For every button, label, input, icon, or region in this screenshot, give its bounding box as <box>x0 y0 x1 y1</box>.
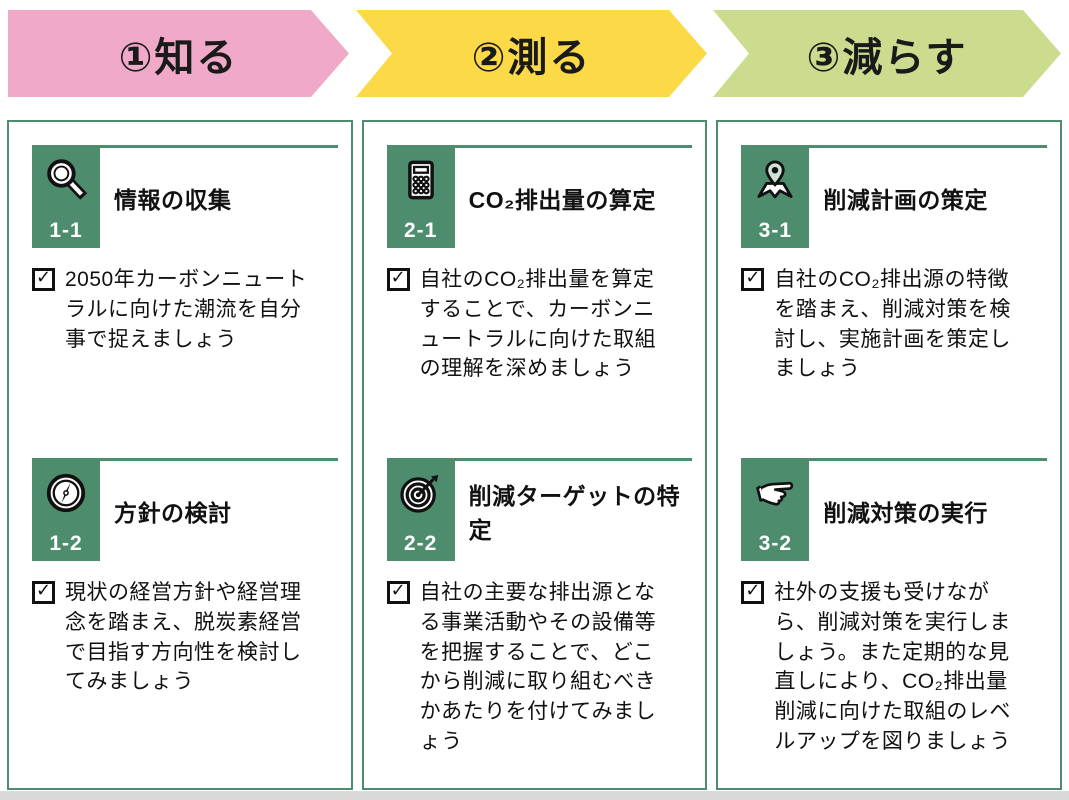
step-number: 1-1 <box>49 219 83 242</box>
step-description: 社外の支援も受けながら、削減対策を実行しましょう。また定期的な見直しにより、CO… <box>741 578 1047 757</box>
column-step-1: 1-1 情報の収集 2050年カーボンニュートラルに向けた潮流を自分事で捉えまし… <box>7 120 353 790</box>
checkbox-icon <box>386 267 410 291</box>
banner-label: ②測る <box>471 35 592 80</box>
step-title: 削減対策の実行 <box>823 500 988 526</box>
step-description: 自社のCO₂排出源の特徴を踏まえ、削減対策を検討し、実施計画を策定しましょう <box>741 265 1047 458</box>
step-number: 3-1 <box>758 219 793 242</box>
step-card-3-2: 3-2 削減対策の実行 社外の支援も受けながら、削減対策を実行しましょう。また定… <box>741 458 1048 757</box>
checkbox-icon <box>32 580 55 604</box>
step-number-tile: 2-1 <box>386 148 455 248</box>
card-header: 2-2 削減ターゲットの特定 <box>386 458 693 561</box>
compass-icon <box>46 473 86 513</box>
step-title: 方針の検討 <box>114 500 232 526</box>
checkbox-icon <box>741 267 765 291</box>
step-number: 2-1 <box>403 219 438 242</box>
step-number-tile: 1-2 <box>32 461 100 561</box>
step-card-3-1: 3-1 削減計画の策定 自社のCO₂排出源の特徴を踏まえ、削減対策を検討し、実施… <box>741 145 1048 458</box>
banner-step-2-measure: ②測る <box>356 10 707 97</box>
step-text: 現状の経営方針や経営理念を踏まえ、脱炭素経営で目指す方向性を検討してみましょう <box>65 581 302 694</box>
map-pin-icon <box>757 160 793 199</box>
step-text: 自社のCO₂排出源の特徴を踏まえ、削減対策を検討し、実施計画を策定しましょう <box>774 268 1011 381</box>
search-icon <box>47 159 88 200</box>
banner-step-1-know: ①知る <box>8 10 349 97</box>
step-text: 2050年カーボンニュートラルに向けた潮流を自分事で捉えましょう <box>65 268 308 351</box>
banner-step-3-reduce: ③減らす <box>713 10 1061 97</box>
step-title: 削減計画の策定 <box>823 187 988 213</box>
step-number: 1-2 <box>49 532 83 555</box>
step-text: 社外の支援も受けながら、削減対策を実行しましょう。また定期的な見直しにより、CO… <box>774 581 1011 754</box>
step-card-2-1: 2-1 CO₂排出量の算定 自社のCO₂排出量を算定することで、カーボンニュート… <box>386 145 693 458</box>
card-header: 3-1 削減計画の策定 <box>741 145 1048 248</box>
step-card-1-2: 1-2 方針の検討 現状の経営方針や経営理念を踏まえ、脱炭素経営で目指す方向性を… <box>32 458 338 697</box>
card-header: 2-1 CO₂排出量の算定 <box>386 145 693 248</box>
card-header: 1-2 方針の検討 <box>32 458 338 561</box>
step-card-1-1: 1-1 情報の収集 2050年カーボンニュートラルに向けた潮流を自分事で捉えまし… <box>32 145 338 458</box>
checkbox-icon <box>741 580 765 604</box>
banner-label: ③減らす <box>806 35 968 80</box>
step-number-tile: 3-1 <box>741 148 810 248</box>
calculator-icon <box>407 160 434 200</box>
pointing-hand-icon <box>756 481 794 506</box>
step-description: 自社のCO₂排出量を算定することで、カーボンニュートラルに向けた取組の理解を深め… <box>386 265 693 458</box>
card-header: 3-2 削減対策の実行 <box>741 458 1048 561</box>
step-title: 削減ターゲットの特定 <box>468 483 681 543</box>
step-number: 2-2 <box>403 532 438 555</box>
banner-label: ①知る <box>118 35 239 80</box>
step-title: 情報の収集 <box>114 187 232 213</box>
step-card-2-2: 2-2 削減ターゲットの特定 自社の主要な排出源となる事業活動やその設備等を把握… <box>386 458 693 757</box>
column-step-3: 3-1 削減計画の策定 自社のCO₂排出源の特徴を踏まえ、削減対策を検討し、実施… <box>716 120 1063 790</box>
bottom-gray-bar <box>0 791 1069 800</box>
step-text: 自社の主要な排出源となる事業活動やその設備等を把握することで、どこから削減に取り… <box>419 581 657 754</box>
step-number: 3-2 <box>758 532 793 555</box>
step-number-tile: 2-2 <box>386 461 455 561</box>
step-number-tile: 1-1 <box>32 148 100 248</box>
step-title: CO₂排出量の算定 <box>468 187 656 213</box>
step-number-tile: 3-2 <box>741 461 810 561</box>
column-step-2: 2-1 CO₂排出量の算定 自社のCO₂排出量を算定することで、カーボンニュート… <box>361 120 708 790</box>
step-columns: 1-1 情報の収集 2050年カーボンニュートラルに向けた潮流を自分事で捉えまし… <box>7 120 1063 790</box>
step-description: 現状の経営方針や経営理念を踏まえ、脱炭素経営で目指す方向性を検討してみましょう <box>32 578 338 697</box>
step-description: 2050年カーボンニュートラルに向けた潮流を自分事で捉えましょう <box>32 265 338 458</box>
checkbox-icon <box>386 580 410 604</box>
step-description: 自社の主要な排出源となる事業活動やその設備等を把握することで、どこから削減に取り… <box>386 578 693 757</box>
step-text: 自社のCO₂排出量を算定することで、カーボンニュートラルに向けた取組の理解を深め… <box>419 268 657 381</box>
step-banners: ①知る ②測る ③減らす <box>0 0 1069 110</box>
target-icon <box>400 474 438 513</box>
checkbox-icon <box>32 267 55 291</box>
card-header: 1-1 情報の収集 <box>32 145 338 248</box>
